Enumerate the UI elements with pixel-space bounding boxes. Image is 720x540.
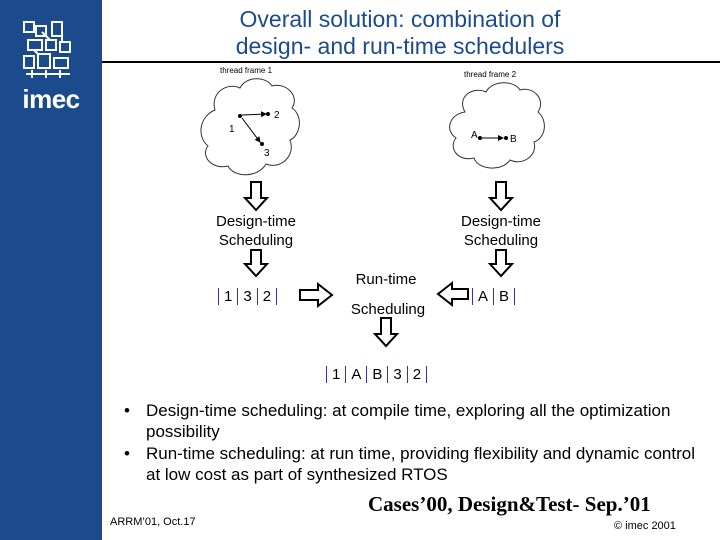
bullet-list: • Design-time scheduling: at compile tim… — [120, 400, 700, 486]
bullet-item: • Run-time scheduling: at run time, prov… — [120, 443, 700, 485]
schedule-right: A B — [472, 288, 516, 305]
citation: Cases’00, Design&Test- Sep.’01 — [368, 492, 651, 516]
down-arrow-icon — [487, 181, 515, 212]
schedule-cell: B — [493, 288, 516, 305]
design-time-scheduling-left: Design-time Scheduling — [215, 213, 297, 249]
thread-frame-1-cloud — [200, 78, 300, 176]
schedule-cell: B — [366, 366, 387, 383]
schedule-cell: 2 — [406, 366, 428, 383]
schedule-final: 1 A B 3 2 — [326, 366, 428, 383]
design-time-scheduling-right: Design-time Scheduling — [460, 213, 542, 249]
node-1: 1 — [229, 124, 235, 135]
schedule-cell: A — [472, 288, 493, 305]
bullet-dot: • — [124, 444, 130, 463]
left-arrow-icon — [436, 280, 469, 308]
schedule-cell: 3 — [387, 366, 406, 383]
schedule-cell: 3 — [237, 288, 256, 305]
down-arrow-icon — [242, 181, 270, 212]
thread-frame-1-label: thread frame 1 — [220, 66, 273, 75]
runtime-label: Run-time — [355, 271, 417, 288]
imec-logo-icon — [23, 21, 71, 78]
schedule-cell: 1 — [218, 288, 237, 305]
thread-frame-2-label: thread frame 2 — [464, 70, 517, 79]
bullet-text: Run-time scheduling: at run time, provid… — [146, 444, 695, 484]
bullet-text: Design-time scheduling: at compile time,… — [146, 401, 671, 441]
bullet-dot: • — [124, 401, 130, 420]
bullet-item: • Design-time scheduling: at compile tim… — [120, 400, 700, 442]
down-arrow-icon — [242, 249, 270, 278]
page-title: Overall solution: combination of design-… — [110, 6, 690, 60]
imec-logo-text: imec — [22, 84, 80, 114]
node-3: 3 — [264, 148, 270, 159]
runtime-scheduling-label: Scheduling — [350, 301, 426, 318]
node-b: B — [510, 134, 517, 145]
schedule-left: 1 3 2 — [218, 288, 278, 305]
schedule-cell: 1 — [326, 366, 345, 383]
sidebar: imec — [0, 0, 102, 540]
title-line-2: design- and run-time schedulers — [235, 33, 565, 59]
down-arrow-icon — [372, 317, 400, 348]
down-arrow-icon — [487, 249, 515, 278]
title-divider — [102, 61, 720, 63]
node-a: A — [471, 130, 478, 141]
node-2: 2 — [274, 110, 280, 121]
schedule-cell: A — [345, 366, 366, 383]
footer-event: ARRM’01, Oct.17 — [110, 516, 196, 528]
title-line-1: Overall solution: combination of — [239, 6, 561, 32]
thread-frame-2-cloud — [449, 82, 545, 169]
right-arrow-icon — [299, 281, 334, 309]
footer-copyright: © imec 2001 — [614, 520, 676, 532]
schedule-cell: 2 — [256, 288, 278, 305]
